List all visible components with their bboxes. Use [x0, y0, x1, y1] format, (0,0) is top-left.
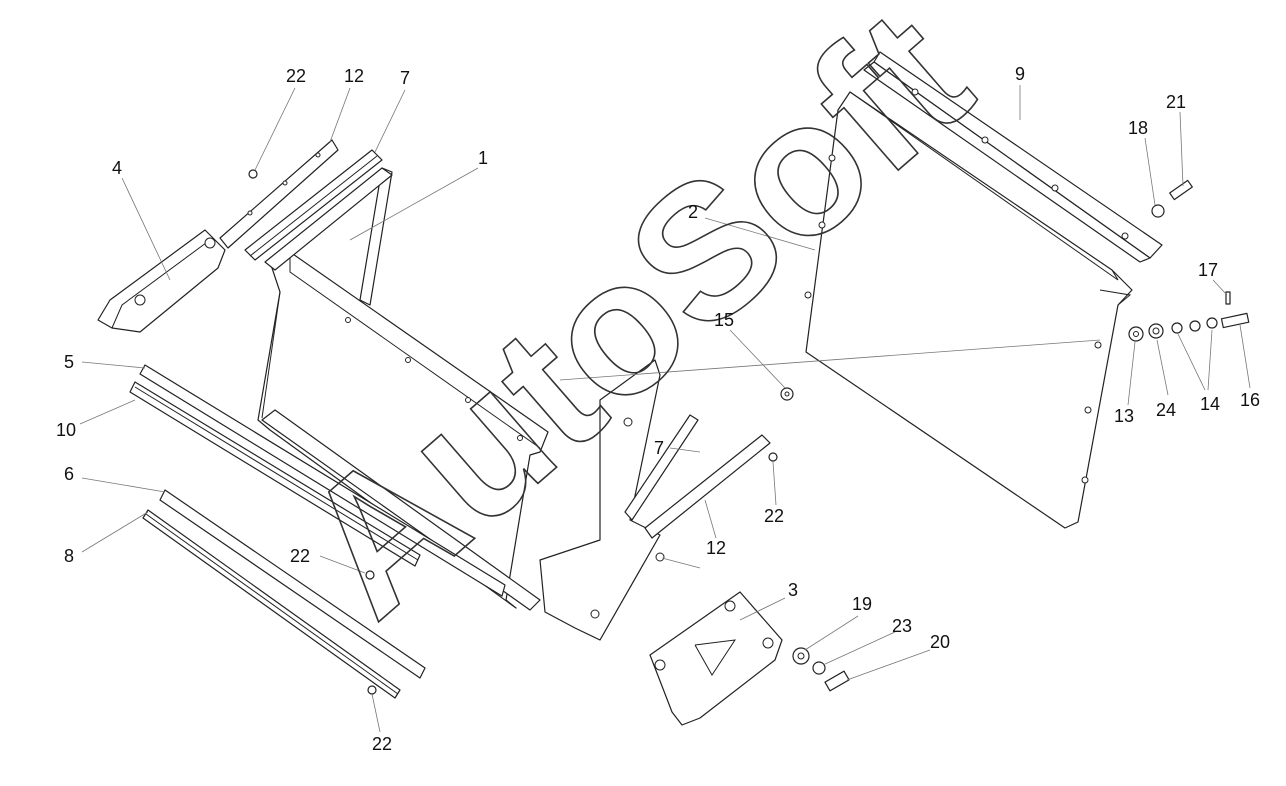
callout-12-center: 12	[706, 538, 726, 558]
callout-8: 8	[64, 546, 74, 566]
callout-21: 21	[1166, 92, 1186, 112]
fasteners	[248, 169, 1250, 695]
callout-3: 3	[788, 580, 798, 600]
part-9-rail	[863, 51, 1163, 263]
callout-14: 14	[1200, 394, 1220, 414]
part-4-bracket	[97, 229, 226, 333]
part-12-strip-center	[644, 434, 771, 539]
part-7-strip-top	[244, 149, 383, 261]
part-7-strip-center	[624, 414, 699, 521]
callout-18: 18	[1128, 118, 1148, 138]
callout-labels: 22 12 7 1 4 5 10 6 8 22 22 2 9 18 21 17 …	[56, 64, 1260, 754]
callout-22-top: 22	[286, 66, 306, 86]
callout-4: 4	[112, 158, 122, 178]
callout-22-center: 22	[764, 506, 784, 526]
callout-20: 20	[930, 632, 950, 652]
callout-17: 17	[1198, 260, 1218, 280]
callout-24: 24	[1156, 400, 1176, 420]
callout-23: 23	[892, 616, 912, 636]
part-10-strip	[129, 381, 421, 567]
callout-12-top: 12	[344, 66, 364, 86]
callout-22-left: 22	[290, 546, 310, 566]
callout-22-bottom: 22	[372, 734, 392, 754]
callout-16: 16	[1240, 390, 1260, 410]
callout-2: 2	[688, 202, 698, 222]
part-2-plate	[804, 91, 1133, 529]
callout-5: 5	[64, 352, 74, 372]
callout-7-top: 7	[400, 68, 410, 88]
leader-lines	[79, 85, 1251, 733]
callout-9: 9	[1015, 64, 1025, 84]
part-3-bracket	[649, 591, 783, 726]
callout-15: 15	[714, 310, 734, 330]
callout-13: 13	[1114, 406, 1134, 426]
center-bracket	[539, 359, 665, 641]
callout-19: 19	[852, 594, 872, 614]
callout-1: 1	[478, 148, 488, 168]
part-1-frame	[257, 167, 549, 611]
part-12-strip-top	[219, 139, 339, 249]
part-8-strip	[142, 509, 401, 699]
callout-7-center: 7	[654, 438, 664, 458]
callout-6: 6	[64, 464, 74, 484]
callout-10: 10	[56, 420, 76, 440]
part-6-strip	[159, 489, 426, 679]
part-5-strip	[139, 364, 506, 597]
